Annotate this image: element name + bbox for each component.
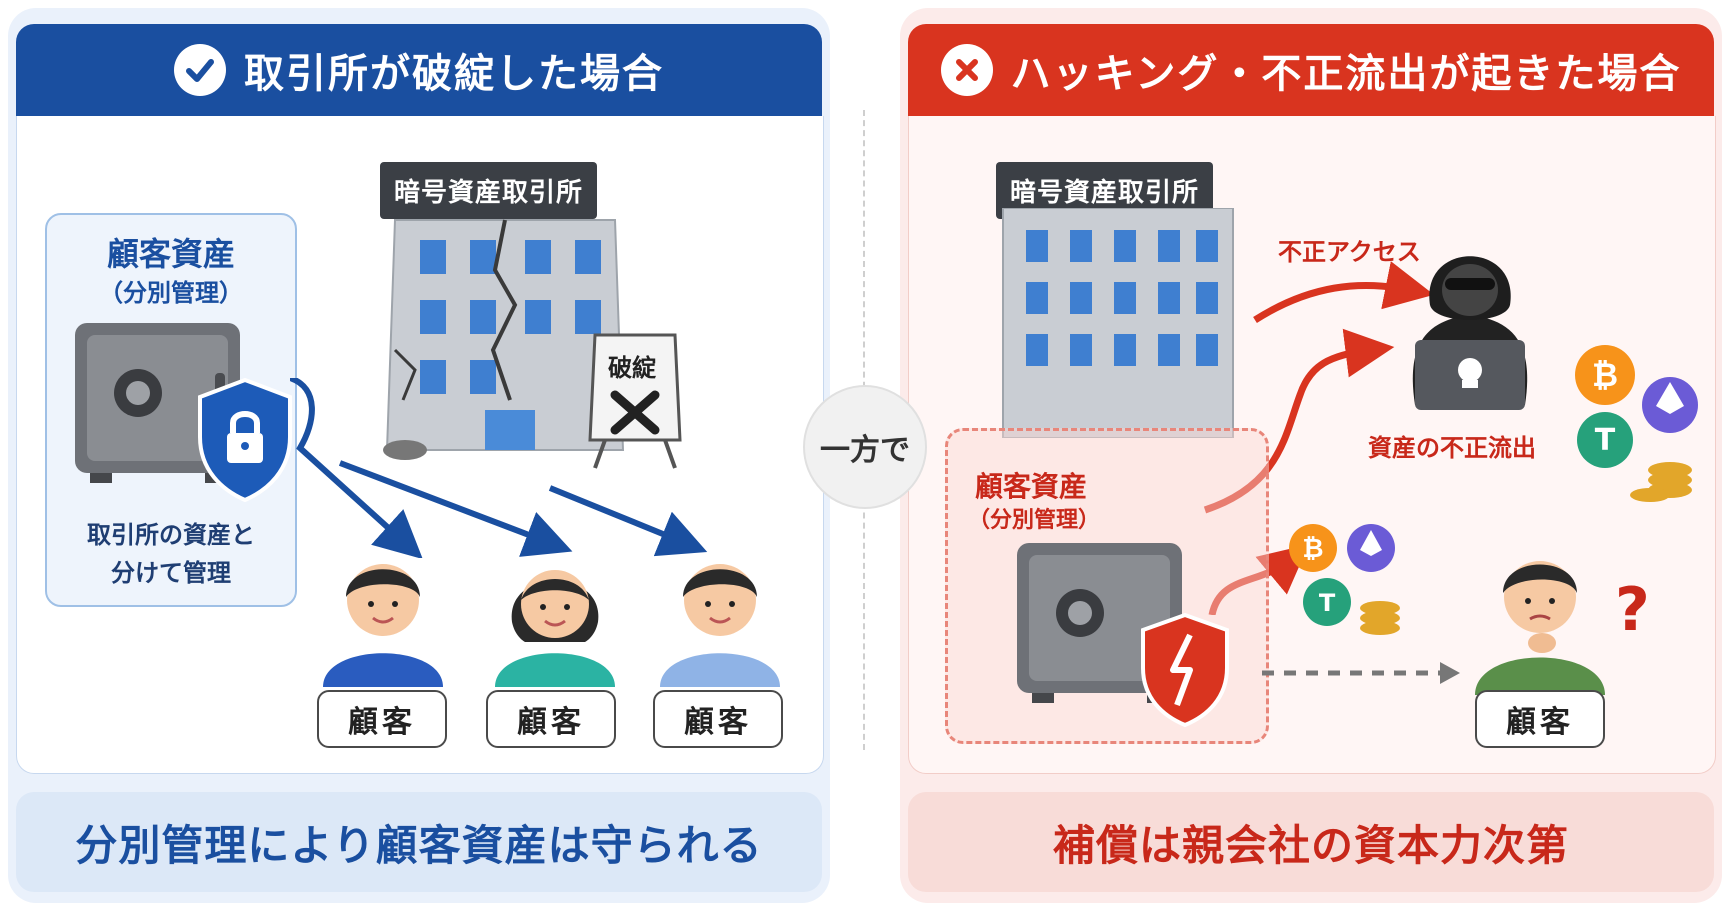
check-icon xyxy=(174,44,226,96)
left-header: 取引所が破綻した場合 xyxy=(16,24,822,116)
customer-label-2: 顧客 xyxy=(486,690,616,748)
customer-avatar-2 xyxy=(495,570,615,687)
separation-note-2: 分けて管理 xyxy=(111,559,231,587)
customer-label-1: 顧客 xyxy=(317,690,447,748)
bankrupt-label: 破綻 xyxy=(608,354,656,382)
divider-label: 一方で xyxy=(803,385,927,509)
customer-avatar-3 xyxy=(660,564,780,687)
hacking-arrows xyxy=(1203,261,1430,615)
lock-shield-icon xyxy=(198,377,292,503)
broken-shield-icon xyxy=(1141,612,1229,728)
asset-outflow-label: 資産の不正流出 xyxy=(1368,434,1536,462)
svg-text:₿: ₿ xyxy=(1592,356,1618,394)
customer-assets-title-right: 顧客資産 xyxy=(975,470,1088,503)
svg-text:T: T xyxy=(1595,423,1616,458)
right-title: ハッキング・不正流出が起きた場合 xyxy=(1010,51,1682,97)
separation-note-1: 取引所の資産と xyxy=(87,521,255,549)
customer-label-3: 顧客 xyxy=(653,690,783,748)
broken-safe-icon xyxy=(1017,543,1182,703)
crypto-coins-small: ₿ T xyxy=(1289,524,1400,635)
cracked-building-icon xyxy=(383,219,625,460)
exchange-sign-left: 暗号資産取引所 xyxy=(380,162,598,219)
customer-avatar-1 xyxy=(323,564,443,687)
hacker-icon xyxy=(1412,256,1528,410)
right-footer: 補償は親会社の資本力次第 xyxy=(908,792,1714,892)
crypto-coins-top: ₿ T xyxy=(1575,345,1698,502)
svg-text:T: T xyxy=(1319,589,1336,617)
cross-icon xyxy=(940,44,993,96)
distribution-arrows xyxy=(290,378,708,558)
confused-customer-avatar xyxy=(1475,561,1605,695)
left-title: 取引所が破綻した場合 xyxy=(244,51,664,97)
bankrupt-signboard xyxy=(588,333,682,469)
svg-text:₿: ₿ xyxy=(1302,534,1323,564)
dashed-arrow xyxy=(1262,662,1460,684)
question-mark: ? xyxy=(1615,575,1650,645)
left-footer: 分別管理により顧客資産は守られる xyxy=(16,792,822,892)
intact-building-icon xyxy=(1002,208,1234,438)
customer-label-right: 顧客 xyxy=(1475,690,1605,748)
customer-assets-sub: （分別管理） xyxy=(99,279,243,307)
customer-assets-sub-right: （分別管理） xyxy=(968,508,1101,533)
customer-assets-title: 顧客資産 xyxy=(106,235,235,273)
right-header: ハッキング・不正流出が起きた場合 xyxy=(908,24,1714,116)
